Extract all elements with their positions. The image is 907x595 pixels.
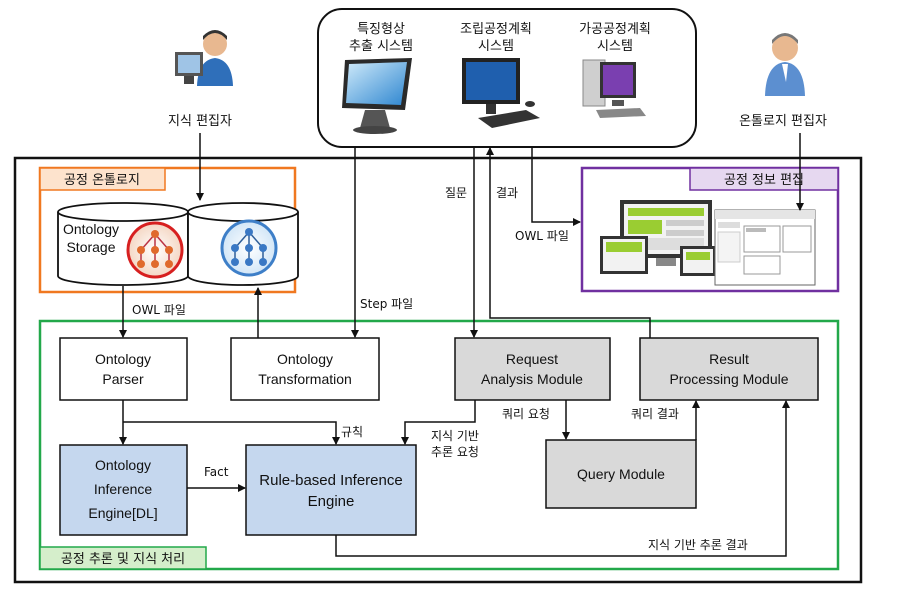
system-assembly-label-1: 조립공정계획 xyxy=(460,22,532,37)
desktop-computer-icon xyxy=(462,58,540,128)
ontology-parser-label-1: Ontology xyxy=(95,351,151,367)
ontology-storage-label-1: Ontology xyxy=(63,221,119,237)
edge-knowledge-request xyxy=(401,400,476,445)
ontology-transformation-label-2: Transformation xyxy=(258,371,352,387)
edge-owl-to-info-edit xyxy=(531,147,581,226)
reasoning-group xyxy=(38,319,840,571)
edge-result xyxy=(486,147,651,338)
system-feature-label-1: 특징형상 xyxy=(357,22,405,37)
reasoning-label: 공정 추론 및 지식 처리 xyxy=(61,552,185,567)
question-label: 질문 xyxy=(445,186,467,200)
step-file-label: Step 파일 xyxy=(360,297,413,311)
ontology-graph-icon-blue xyxy=(220,219,278,277)
request-analysis-label-2: Analysis Module xyxy=(481,371,583,387)
knowledge-result-label: 지식 기반 추론 결과 xyxy=(648,538,748,552)
rule-inference-label-1: Rule-based Inference xyxy=(259,472,402,489)
query-module-box xyxy=(545,439,697,509)
rule-inference-label-2: Engine xyxy=(308,493,355,510)
process-info-edit-label: 공정 정보 편집 xyxy=(724,173,804,188)
ontology-inference-label-2: Inference xyxy=(94,481,153,497)
ontology-inference-label-1: Ontology xyxy=(95,457,151,473)
ontology-graph-icon-red xyxy=(126,221,184,279)
ontology-parser-label-2: Parser xyxy=(102,371,144,387)
query-module-label: Query Module xyxy=(577,466,665,482)
ontology-storage-label-2: Storage xyxy=(66,239,115,255)
system-assembly-label-2: 시스템 xyxy=(478,39,514,54)
query-request-label: 쿼리 요청 xyxy=(502,407,550,421)
system-machining-label-2: 시스템 xyxy=(597,39,633,54)
ontology-editor-person-icon xyxy=(765,33,805,96)
result-processing-label-2: Processing Module xyxy=(669,371,788,387)
reasoning-tag xyxy=(39,546,207,570)
workstation-icon xyxy=(582,59,646,118)
ontology-editor-label: 온톨로지 편집자 xyxy=(739,114,827,129)
process-ontology-tag xyxy=(39,167,166,191)
request-analysis-label-1: Request xyxy=(506,351,558,367)
ontology-inference-engine-box xyxy=(59,444,188,536)
knowledge-request-label-2: 추론 요청 xyxy=(431,445,479,459)
knowledge-editor-label: 지식 편집자 xyxy=(168,114,232,129)
process-info-edit-tag xyxy=(689,167,839,191)
knowledge-editor-person-icon xyxy=(175,30,233,86)
owl-file-label-right: OWL 파일 xyxy=(515,229,569,243)
system-frame xyxy=(13,156,863,584)
request-analysis-module-box xyxy=(454,337,611,401)
ontology-transformation-box xyxy=(230,337,380,401)
system-machining-label-1: 가공공정계획 xyxy=(579,22,651,37)
ontology-parser-box xyxy=(59,337,188,401)
knowledge-request-label-1: 지식 기반 xyxy=(431,429,479,443)
rule-label: 규칙 xyxy=(341,425,363,439)
fact-label: Fact xyxy=(204,465,229,479)
monitor-icon xyxy=(342,58,412,134)
query-result-label: 쿼리 결과 xyxy=(631,407,679,421)
edge-knowledge-result xyxy=(335,400,790,557)
system-feature-label-2: 추출 시스템 xyxy=(349,39,413,54)
ontology-inference-label-3: Engine[DL] xyxy=(88,505,157,521)
editor-screens-illustration xyxy=(600,200,816,286)
process-ontology-label: 공정 온톨로지 xyxy=(64,173,140,188)
result-label: 결과 xyxy=(496,186,518,200)
result-processing-label-1: Result xyxy=(709,351,749,367)
ontology-transformation-label-1: Ontology xyxy=(277,351,333,367)
result-processing-module-box xyxy=(639,337,819,401)
owl-file-label-left: OWL 파일 xyxy=(132,303,186,317)
edge-parser-to-rule-engine xyxy=(123,421,340,445)
rule-based-inference-engine-box xyxy=(245,444,417,536)
